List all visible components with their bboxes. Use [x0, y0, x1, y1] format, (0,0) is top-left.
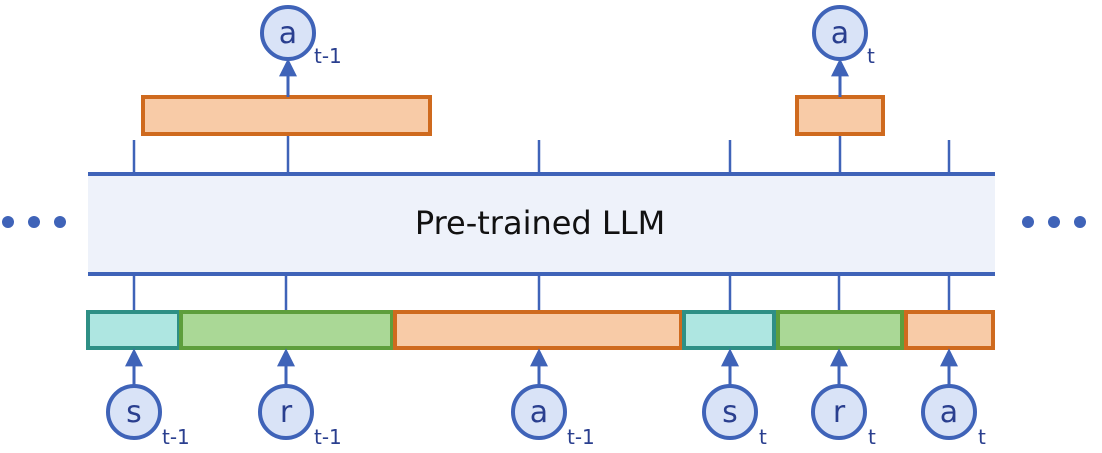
- input-node-reward-current: r t: [811, 384, 876, 449]
- input-node-action-current: a t: [921, 384, 986, 449]
- token-action-prev: [393, 310, 683, 350]
- llm-label: Pre-trained LLM: [415, 204, 665, 242]
- token-reward-current: [776, 310, 904, 350]
- input-node-letter: s: [126, 395, 142, 430]
- input-arrows: [125, 348, 958, 385]
- token-reward-prev: [179, 310, 394, 350]
- input-node-subscript: t-1: [314, 425, 342, 449]
- output-node-prev: a t-1: [260, 5, 342, 68]
- ellipsis-right: [1022, 216, 1086, 228]
- llm-band-background: [88, 174, 995, 274]
- input-node-letter: a: [940, 395, 958, 430]
- input-node-reward-prev: r t-1: [258, 384, 342, 449]
- ellipsis-left: [2, 216, 66, 228]
- input-node-subscript: t: [868, 425, 876, 449]
- input-node-letter: r: [280, 395, 293, 430]
- input-token-row: [86, 310, 995, 350]
- output-node-current: a t: [812, 5, 875, 68]
- input-node-subscript: t-1: [162, 425, 190, 449]
- output-node-subscript: t-1: [314, 44, 342, 68]
- output-action-box-prev: [141, 95, 432, 136]
- input-node-letter: a: [530, 395, 548, 430]
- llm-band: Pre-trained LLM: [88, 172, 995, 276]
- token-state-current: [682, 310, 776, 350]
- input-node-subscript: t-1: [567, 425, 595, 449]
- input-node-state-current: s t: [702, 384, 767, 449]
- token-state-prev: [86, 310, 181, 350]
- output-node-subscript: t: [867, 44, 875, 68]
- input-node-letter: r: [833, 395, 846, 430]
- output-node-letter: a: [831, 16, 849, 51]
- output-node-letter: a: [279, 16, 297, 51]
- bottom-ticks: [132, 274, 951, 312]
- token-action-current: [904, 310, 995, 350]
- input-node-action-prev: a t-1: [511, 384, 595, 449]
- input-node-state-prev: s t-1: [106, 384, 190, 449]
- input-node-subscript: t: [759, 425, 767, 449]
- top-ticks: [132, 134, 951, 174]
- output-action-box-current: [795, 95, 885, 136]
- input-node-letter: s: [722, 395, 738, 430]
- input-node-subscript: t: [978, 425, 986, 449]
